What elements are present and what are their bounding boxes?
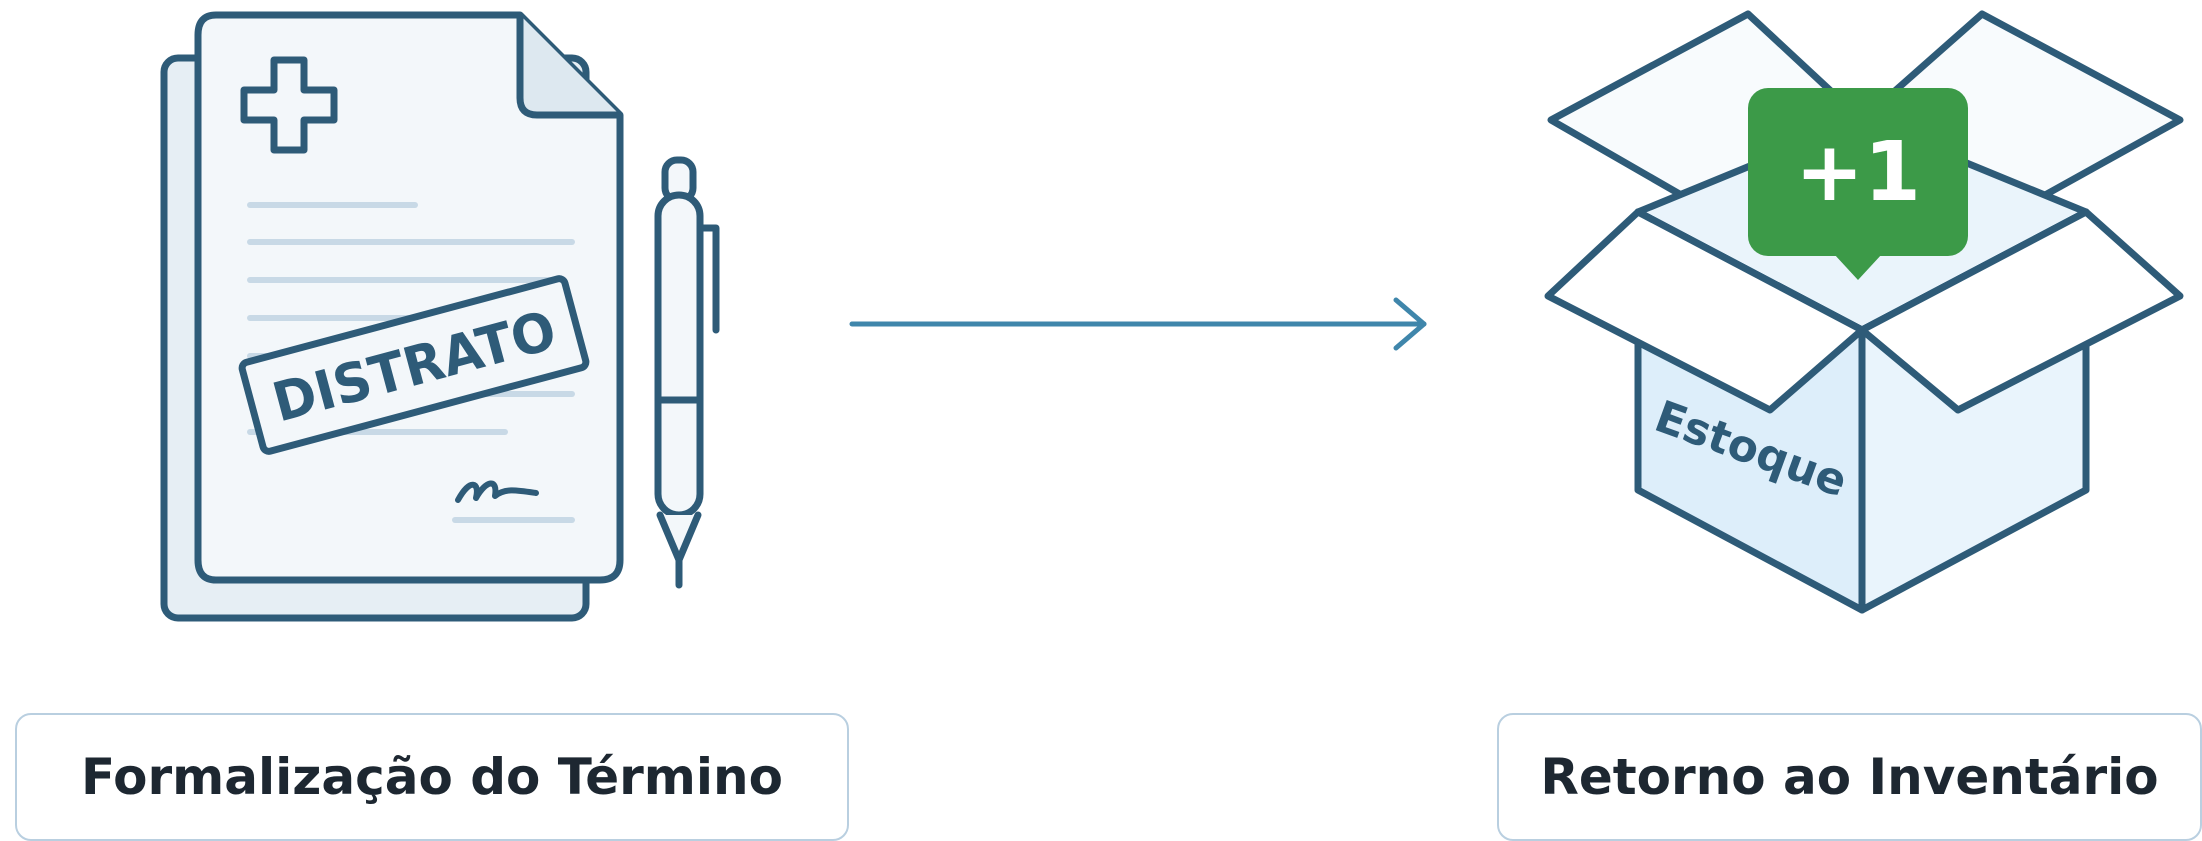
contract-document-icon: DISTRATO bbox=[164, 15, 620, 618]
folded-corner bbox=[520, 15, 620, 115]
increment-badge: +1 bbox=[1748, 88, 1968, 280]
caption-retorno: Retorno ao Inventário bbox=[1497, 713, 2202, 841]
arrow-right-icon bbox=[852, 300, 1424, 348]
caption-left-text: Formalização do Término bbox=[81, 748, 783, 806]
pen-icon bbox=[658, 160, 716, 585]
caption-right-text: Retorno ao Inventário bbox=[1540, 748, 2158, 806]
caption-formalizacao: Formalização do Término bbox=[15, 713, 849, 841]
badge-text: +1 bbox=[1795, 125, 1921, 220]
